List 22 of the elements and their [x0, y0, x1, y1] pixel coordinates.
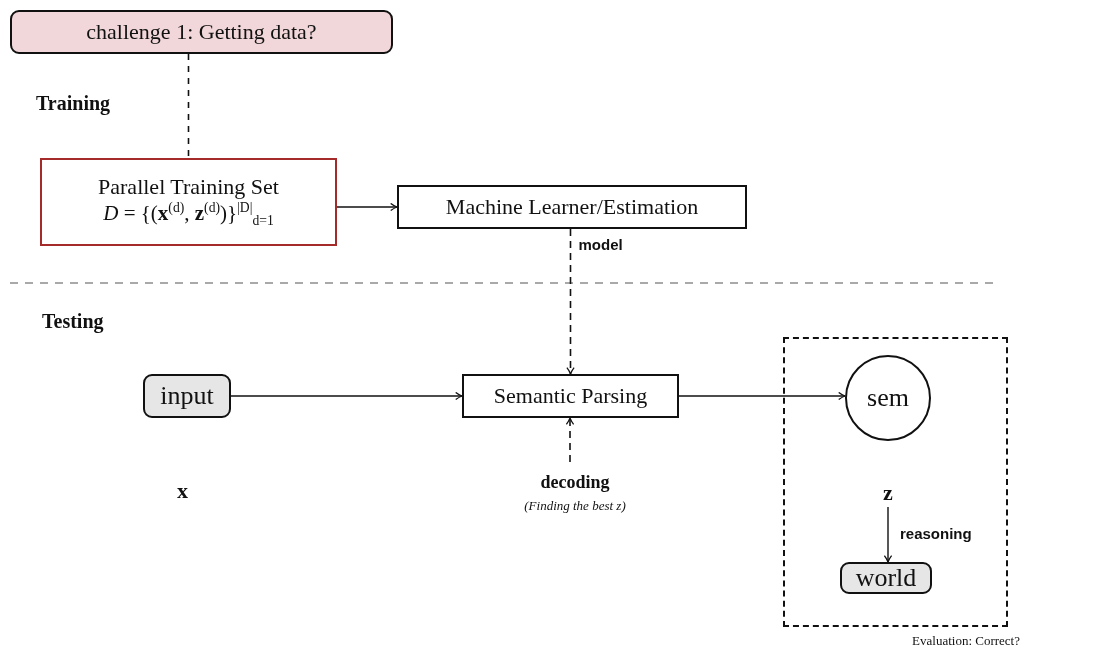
box-label: input: [160, 380, 214, 412]
box-label: Machine Learner/Estimation: [445, 193, 699, 221]
section-heading: Training: [36, 92, 111, 115]
section-heading: Testing: [42, 310, 104, 333]
box-label: challenge 1: Getting data?: [86, 18, 317, 46]
box-label: Parallel Training Set: [98, 174, 279, 201]
variable-label: z: [883, 479, 893, 507]
input-node: [143, 374, 231, 418]
variable-label: x: [177, 478, 188, 504]
training-set-box: [40, 158, 337, 246]
process-box: [462, 374, 679, 418]
circle-node: [845, 355, 931, 441]
node-label: Evaluation: Correct?: [912, 633, 1020, 649]
box-label: Semantic Parsing: [493, 382, 648, 410]
node-label: decoding: [540, 472, 610, 494]
box-label: sem: [867, 382, 909, 414]
connector-line: [187, 53, 190, 159]
box-label: world: [855, 562, 917, 594]
world-node: [840, 562, 932, 594]
challenge-box: [10, 10, 393, 54]
node-note: (Finding the best z): [524, 498, 626, 514]
process-box: [397, 185, 747, 229]
